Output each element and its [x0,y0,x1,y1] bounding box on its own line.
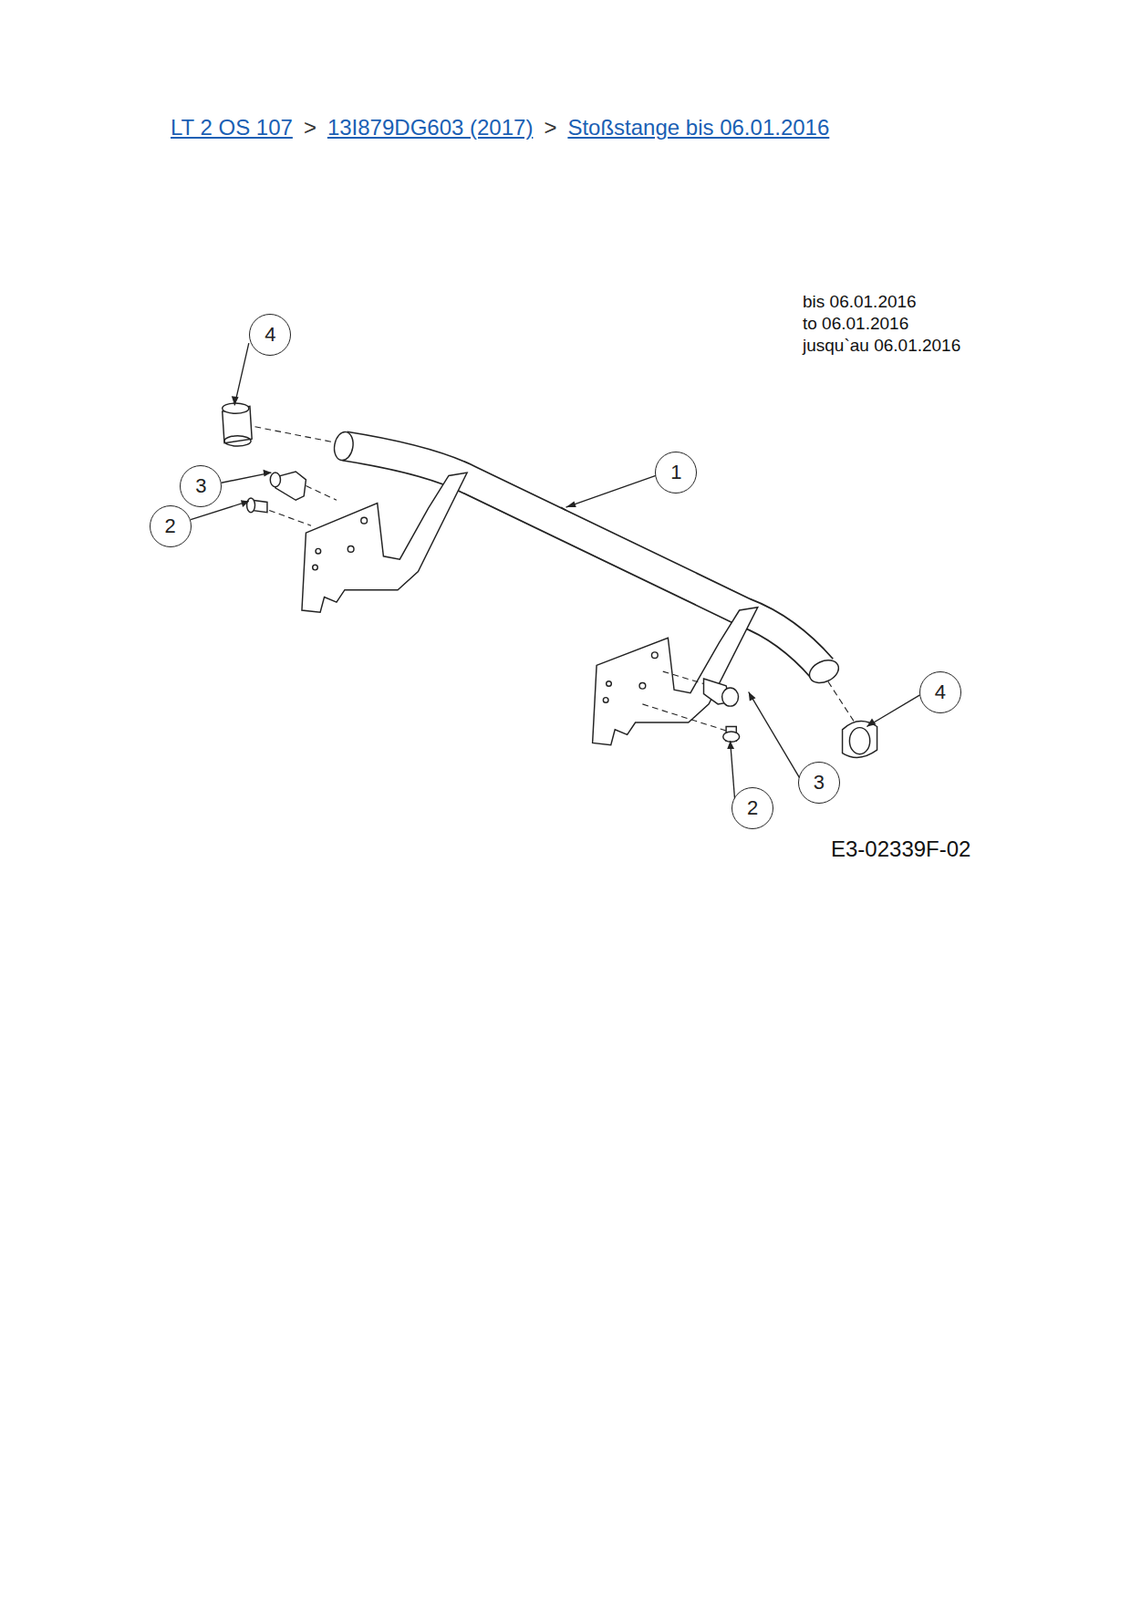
drawing-number: E3-02339F-02 [830,836,971,862]
callout-number: 3 [813,770,825,795]
callout-number: 2 [165,514,177,539]
breadcrumb-link: LT 2 OS 107 [170,114,293,141]
callout-circle: 4 [249,313,291,356]
callout-number: 1 [670,460,682,485]
breadcrumb-separator: > [303,114,317,141]
validity-note: to 06.01.2016 [802,313,909,335]
callout-circle: 4 [919,671,962,714]
callout-number: 4 [264,322,276,347]
breadcrumb-link: 13I879DG603 (2017) [327,114,534,141]
validity-note: bis 06.01.2016 [802,291,917,313]
callout-circle: 2 [731,787,774,830]
breadcrumb: LT 2 OS 107 >13I879DG603 (2017) > Stoßstang… [170,114,830,141]
breadcrumb-separator: > [543,114,557,141]
callout-circle: 3 [798,761,841,804]
callout-number: 3 [195,474,207,499]
callout-circle: 1 [654,451,697,494]
callout-circle: 2 [149,505,192,548]
callout-number: 4 [934,680,946,705]
breadcrumb-link: Stoßstange bis 06.01.2016 [567,114,830,141]
callout-circle: 3 [179,465,222,508]
callout-number: 2 [747,796,758,820]
validity-note: jusqu`au 06.01.2016 [802,335,961,357]
